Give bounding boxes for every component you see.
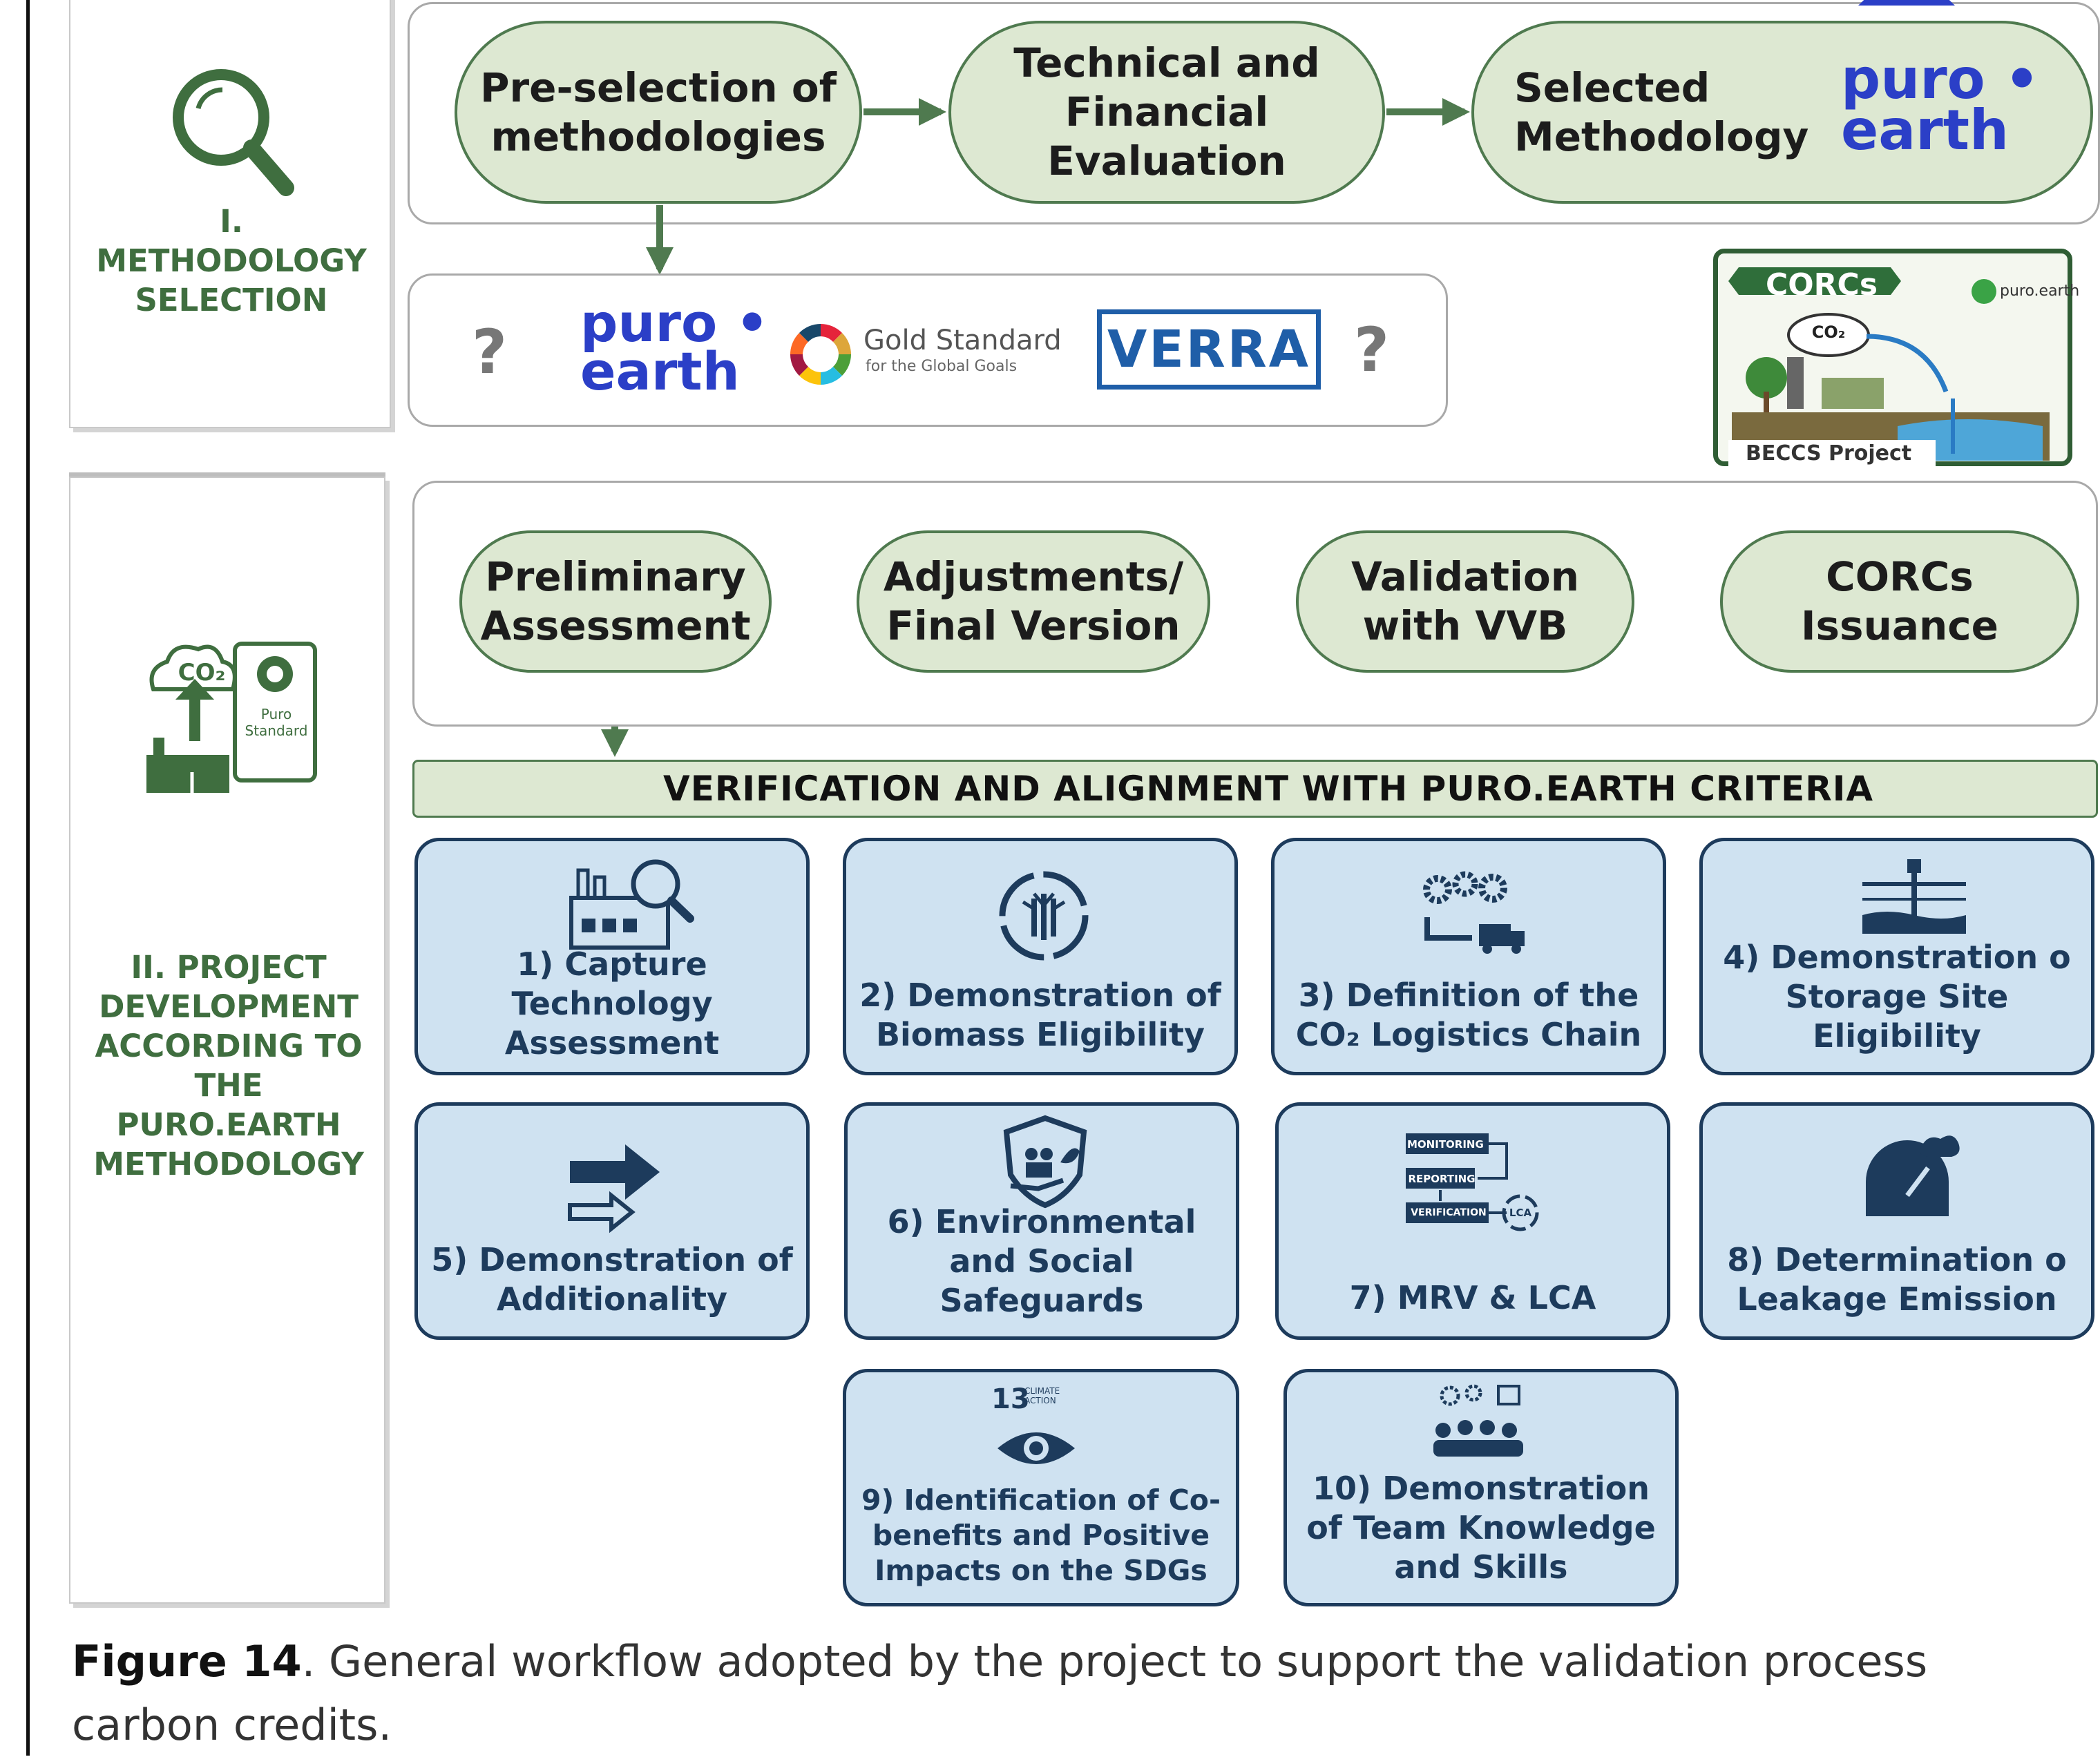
beccs-illustration-icon <box>1728 267 2050 466</box>
criterion-card-7: MONITORING REPORTING VERIFICATION LCA 7)… <box>1275 1102 1670 1340</box>
criterion-card-9: 13 CLIMATE ACTION 9) Identification of C… <box>843 1369 1239 1606</box>
puro-earth-logo: puro • earth <box>580 292 770 402</box>
sdg13-number: 13 <box>991 1383 1030 1415</box>
criterion-1-label: 1) Capture Technology Assessment <box>504 945 720 1062</box>
figure-caption-line2: carbon credits. <box>72 1700 392 1750</box>
corcs-badge-footer: BECCS Project <box>1746 441 1912 465</box>
verification-banner: VERIFICATION AND ALIGNMENT WITH PURO.EAR… <box>412 760 2098 818</box>
mrv-step-lca: LCA <box>1509 1207 1532 1219</box>
storage-site-icon <box>1862 859 1966 934</box>
mrv-flow-icon <box>1406 1133 1539 1231</box>
corcs-badge-title: CORCs <box>1765 267 1878 303</box>
criterion-3-label: 3) Definition of the CO₂ Logistics Chain <box>1295 977 1642 1053</box>
factory-search-icon <box>569 859 694 950</box>
criterion-4-label: 4) Demonstration o Storage Site Eligibil… <box>1723 939 2071 1055</box>
puro-earth-logo-selected: puro • earth <box>1841 47 2040 162</box>
mrv-step-verification: VERIFICATION <box>1411 1207 1487 1218</box>
criterion-6-label: 6) Environmental and Social Safeguards <box>887 1203 1196 1319</box>
team-skills-icon <box>1433 1384 1523 1457</box>
co2-icon-label: CO₂ <box>178 659 226 687</box>
arrows-icon <box>568 1144 660 1233</box>
gold-standard-name: Gold Standard <box>863 325 1062 356</box>
diagram-canvas: I. METHODOLOGY SELECTION Pre-selection o… <box>26 0 2100 1756</box>
gears-truck-icon <box>1423 871 1525 954</box>
corcs-badge-partner: puro.earth <box>2000 282 2080 300</box>
figure-caption-label: Figure 14 <box>72 1636 302 1687</box>
step-evaluation: Technical and Financial Evaluation <box>948 21 1385 204</box>
shield-people-icon <box>1003 1115 1087 1209</box>
section1-sidebar: I. METHODOLOGY SELECTION <box>69 0 391 428</box>
puro-standard-icon-label: Puro Standard <box>245 706 308 739</box>
step-corcs-issuance: CORCs Issuance <box>1720 530 2079 673</box>
criterion-card-5: 5) Demonstration of Additionality <box>414 1102 810 1340</box>
mrv-step-reporting: REPORTING <box>1408 1173 1476 1185</box>
step-adjustments-final: Adjustments/ Final Version <box>857 530 1210 673</box>
sdg13-eye-icon <box>998 1432 1075 1464</box>
criterion-5-label: 5) Demonstration of Additionality <box>431 1241 793 1318</box>
criterion-8-label: 8) Determination o Leakage Emission <box>1727 1241 2067 1318</box>
figure-caption: Figure 14. General workflow adopted by t… <box>72 1630 2041 1693</box>
gold-standard-tagline: for the Global Goals <box>866 358 1018 375</box>
criterion-card-10: 10) Demonstration of Team Knowledge and … <box>1283 1369 1679 1606</box>
section2-sidebar: CO₂ Puro Standard II. PROJECT DEVELOPMEN… <box>69 477 385 1604</box>
criterion-card-4: 4) Demonstration o Storage Site Eligibil… <box>1699 838 2094 1075</box>
mrv-step-monitoring: MONITORING <box>1407 1138 1484 1151</box>
criterion-card-3: 3) Definition of the CO₂ Logistics Chain <box>1271 838 1666 1075</box>
step-preselection: Pre-selection of methodologies <box>455 21 862 204</box>
leakage-gauge-icon <box>1866 1135 1960 1216</box>
unknown-standard-left: ? <box>472 316 508 387</box>
section1-label: I. METHODOLOGY SELECTION <box>96 203 367 318</box>
candidate-standards-frame <box>408 273 1448 427</box>
gold-standard-wheel-icon <box>790 324 851 385</box>
step-selected-methodology: Selected Methodology <box>1471 21 2093 204</box>
corcs-badge-co2: CO₂ <box>1811 323 1846 342</box>
magnifier-icon <box>173 69 294 196</box>
criterion-10-label: 10) Demonstration of Team Knowledge and … <box>1306 1470 1656 1586</box>
step-preliminary-assessment: Preliminary Assessment <box>459 530 772 673</box>
corcs-beccs-badge: CORCs CO₂ puro.earth BECCS Project <box>1713 249 2079 466</box>
criterion-9-label: 9) Identification of Co- benefits and Po… <box>861 1484 1221 1587</box>
criterion-card-6: 6) Environmental and Social Safeguards <box>844 1102 1239 1340</box>
criterion-2-label: 2) Demonstration of Biomass Eligibility <box>859 977 1221 1053</box>
step-validation-vvb: Validation with VVB <box>1296 530 1634 673</box>
criterion-7-label: 7) MRV & LCA <box>1349 1279 1596 1316</box>
unknown-standard-right: ? <box>1354 314 1390 385</box>
co2-puro-standard-icon <box>146 642 317 803</box>
verra-logo: VERRA <box>1097 309 1321 390</box>
criterion-card-1: 1) Capture Technology Assessment <box>414 838 810 1075</box>
criterion-card-2: 2) Demonstration of Biomass Eligibility <box>843 838 1238 1075</box>
biomass-cycle-icon <box>999 871 1089 961</box>
page-left-rule <box>26 0 30 1756</box>
section2-label: II. PROJECT DEVELOPMENT ACCORDING TO THE… <box>93 949 364 1182</box>
criterion-card-8: 8) Determination o Leakage Emission <box>1699 1102 2094 1340</box>
arrow-top-right-head <box>1858 0 1955 6</box>
figure-caption-text: . General workflow adopted by the projec… <box>301 1636 1928 1687</box>
sdg13-text: CLIMATE ACTION <box>1024 1386 1060 1405</box>
